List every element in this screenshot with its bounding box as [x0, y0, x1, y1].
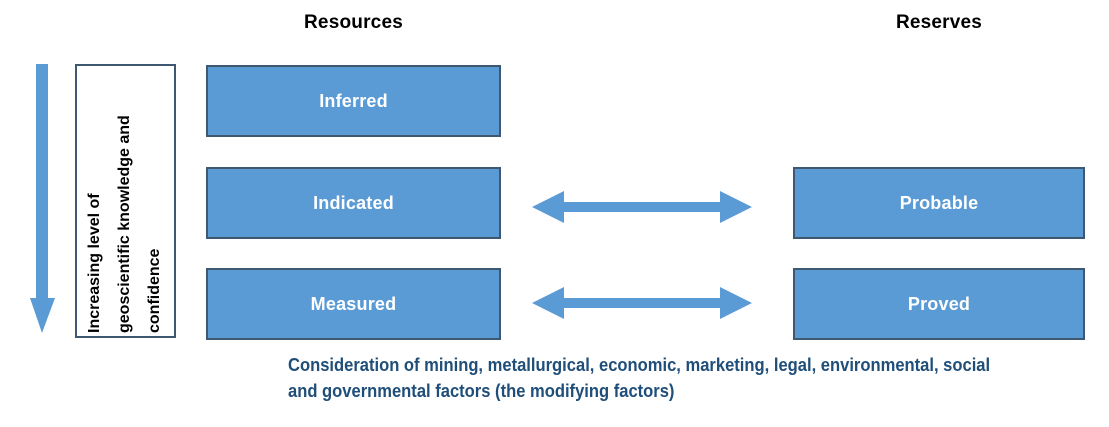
resource-box-inferred: Inferred — [206, 65, 501, 137]
resource-box-measured: Measured — [206, 268, 501, 340]
resources-heading: Resources — [304, 12, 403, 33]
resource-box-indicated: Indicated — [206, 167, 501, 239]
double-arrow-icon-measured-proved — [532, 287, 752, 319]
double-arrow-icon-indicated-probable — [532, 191, 752, 223]
axis-label-box: Increasing level of geoscientific knowle… — [75, 64, 176, 338]
resource-box-measured-label: Measured — [310, 293, 397, 314]
down-arrow-icon — [30, 64, 55, 333]
resource-box-indicated-label: Indicated — [313, 192, 394, 213]
reserve-box-probable: Probable — [793, 167, 1085, 239]
reserve-box-proved-label: Proved — [907, 293, 971, 314]
modifying-factors-note: Consideration of mining, metallurgical, … — [288, 355, 991, 401]
reserve-box-probable-label: Probable — [899, 192, 979, 213]
reserve-box-proved: Proved — [793, 268, 1085, 340]
axis-label: Increasing level of geoscientific knowle… — [85, 115, 163, 333]
reserves-heading: Reserves — [895, 12, 983, 33]
resource-box-inferred-label: Inferred — [319, 90, 388, 111]
